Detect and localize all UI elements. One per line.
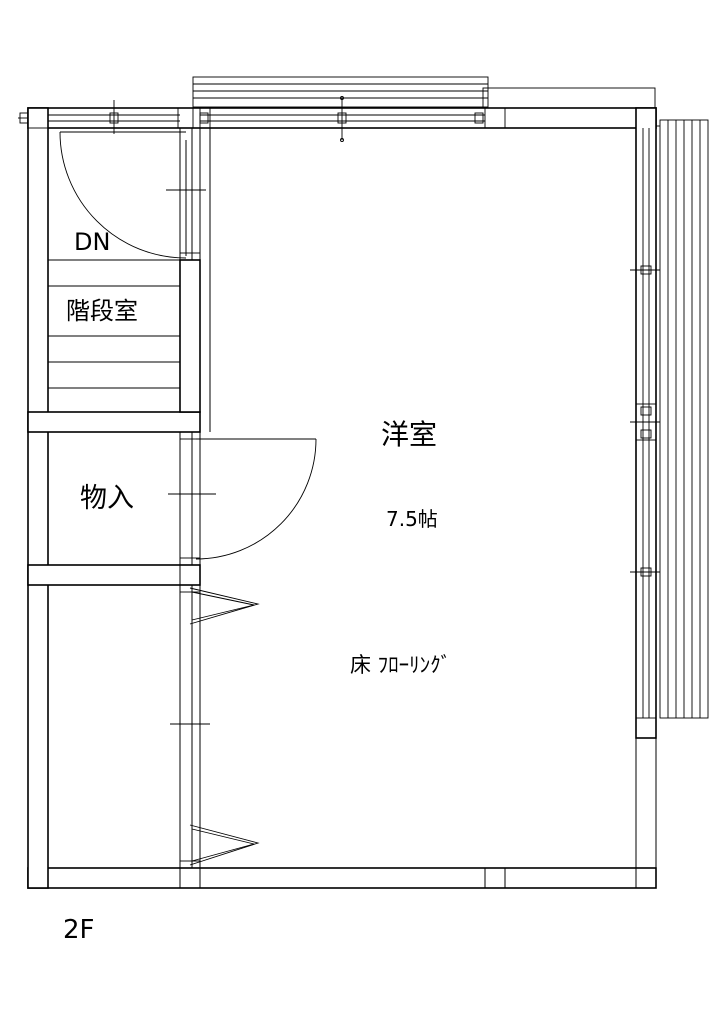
top-balcony bbox=[192, 76, 656, 109]
stair-room-label: 階段室 bbox=[66, 297, 138, 325]
storage-label: 物入 bbox=[80, 483, 134, 514]
right-window bbox=[630, 128, 660, 739]
storage-door-swing bbox=[195, 438, 317, 560]
stair-dn-label: DN bbox=[74, 228, 110, 256]
bottom-wall-detail bbox=[47, 868, 637, 888]
top-window-left bbox=[18, 100, 201, 134]
stair-treads bbox=[48, 259, 180, 389]
closet-folding-doors bbox=[189, 587, 260, 866]
stair-storage-partition bbox=[27, 259, 201, 586]
stair-door-swing bbox=[59, 131, 187, 259]
floor-finish-label: 床 ﾌﾛｰﾘﾝｸﾞ bbox=[350, 653, 451, 677]
interior-wall-vertical bbox=[166, 128, 216, 869]
floor-level-label: 2F bbox=[63, 915, 95, 945]
right-balcony bbox=[655, 119, 709, 719]
western-room-size: 7.5帖 bbox=[386, 507, 438, 531]
top-window-right bbox=[192, 96, 506, 142]
western-room-label: 洋室 bbox=[381, 418, 437, 451]
